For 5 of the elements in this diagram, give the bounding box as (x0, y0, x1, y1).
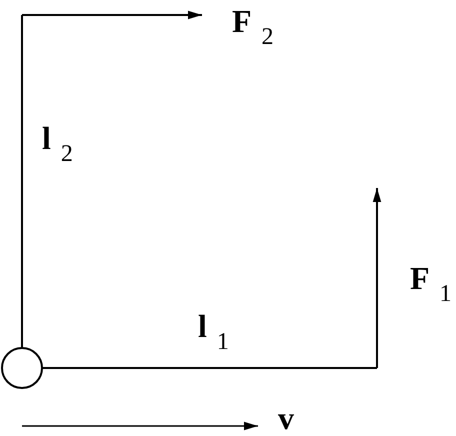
force-label: F$_{1}$ (410, 262, 452, 306)
force-label: F$_{2}$ (232, 5, 274, 49)
velocity-label: v (278, 402, 294, 434)
length-label: l$_{1}$ (198, 310, 229, 354)
length-label: l$_{2}$ (42, 122, 73, 166)
